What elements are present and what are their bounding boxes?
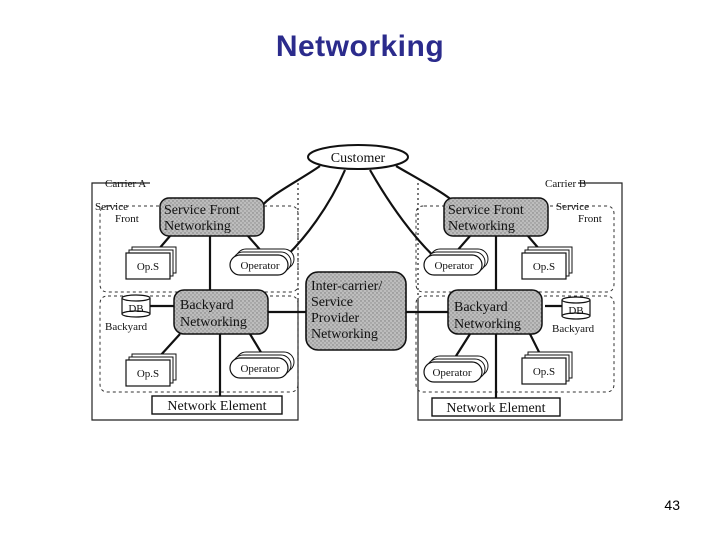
carrier-a-bn-line2: Networking bbox=[180, 315, 247, 330]
slide-title: Networking bbox=[275, 30, 445, 63]
carrier-a-service-label: Service bbox=[95, 201, 128, 213]
carrier-b-service-front-networking: Service Front Networking bbox=[443, 197, 549, 237]
carrier-b-network-element-label: Network Element bbox=[446, 401, 545, 416]
carrier-a-bn-line1: Backyard bbox=[180, 298, 234, 313]
carrier-b-service-front-region bbox=[415, 205, 615, 293]
page-number: 43 bbox=[664, 497, 680, 513]
carrier-b-backyard-networking: Backyard Networking bbox=[447, 289, 543, 335]
carrier-b-db: DB bbox=[561, 296, 591, 320]
carrier-b-ops-top-label: Op.S bbox=[533, 261, 555, 273]
carrier-b-label: Carrier B bbox=[545, 178, 586, 190]
inter-carrier-networking: Inter-carrier/ Service Provider Networki… bbox=[305, 271, 407, 351]
carrier-b-sfn-line1: Service Front bbox=[448, 203, 524, 218]
carrier-a-operator-top-label: Operator bbox=[240, 260, 279, 272]
inter-carrier-line1: Inter-carrier/ bbox=[311, 279, 382, 294]
carrier-b-operator-bottom: Operator bbox=[423, 355, 489, 383]
carrier-a-operator-bottom: Operator bbox=[229, 351, 295, 379]
carrier-b-operator-bottom-label: Operator bbox=[432, 367, 471, 379]
carrier-a-ops-bottom-label: Op.S bbox=[137, 368, 159, 380]
carrier-a-ops-bottom: Op.S bbox=[125, 353, 177, 387]
inter-carrier-line3: Provider bbox=[311, 311, 360, 326]
carrier-a-db-label: DB bbox=[128, 303, 143, 315]
carrier-b-operator-top-label: Operator bbox=[434, 260, 473, 272]
carrier-a-service-front-networking: Service Front Networking bbox=[159, 197, 265, 237]
carrier-a-db: DB bbox=[121, 294, 151, 318]
carrier-b-front-label: Front bbox=[578, 213, 602, 225]
customer-node: Customer bbox=[307, 144, 409, 170]
carrier-b-backyard-label: Backyard bbox=[552, 323, 595, 335]
carrier-b-operator-top: Operator bbox=[423, 248, 489, 276]
carrier-b-frame bbox=[417, 182, 623, 421]
carrier-a-label: Carrier A bbox=[105, 178, 146, 190]
carrier-a-network-element-label: Network Element bbox=[167, 399, 266, 414]
carrier-b-service-label: Service bbox=[556, 201, 589, 213]
carrier-a-service-front-region bbox=[99, 205, 299, 293]
carrier-a-network-element: Network Element bbox=[151, 395, 283, 415]
carrier-a-operator-bottom-label: Operator bbox=[240, 363, 279, 375]
carrier-a-ops-top: Op.S bbox=[125, 246, 177, 280]
carrier-b-db-label: DB bbox=[568, 305, 583, 317]
carrier-a-sfn-line1: Service Front bbox=[164, 203, 240, 218]
inter-carrier-line2: Service bbox=[311, 295, 353, 310]
carrier-a-front-label: Front bbox=[115, 213, 139, 225]
carrier-b-ops-bottom-label: Op.S bbox=[533, 366, 555, 378]
inter-carrier-line4: Networking bbox=[311, 327, 378, 342]
carrier-b-bn-line2: Networking bbox=[454, 317, 521, 332]
carrier-a-backyard-label: Backyard bbox=[105, 321, 148, 333]
carrier-b-backyard-region bbox=[415, 295, 615, 393]
carrier-b-bn-line1: Backyard bbox=[454, 300, 508, 315]
carrier-a-backyard-region bbox=[99, 295, 299, 393]
carrier-b-ops-bottom: Op.S bbox=[521, 351, 573, 385]
customer-label: Customer bbox=[331, 151, 386, 166]
carrier-a-ops-top-label: Op.S bbox=[137, 261, 159, 273]
carrier-a-sfn-line2: Networking bbox=[164, 219, 231, 234]
carrier-b-network-element: Network Element bbox=[431, 397, 561, 417]
carrier-a-backyard-networking: Backyard Networking bbox=[173, 289, 269, 335]
carrier-a-operator-top: Operator bbox=[229, 248, 295, 276]
carrier-b-sfn-line2: Networking bbox=[448, 219, 515, 234]
carrier-b-ops-top: Op.S bbox=[521, 246, 573, 280]
